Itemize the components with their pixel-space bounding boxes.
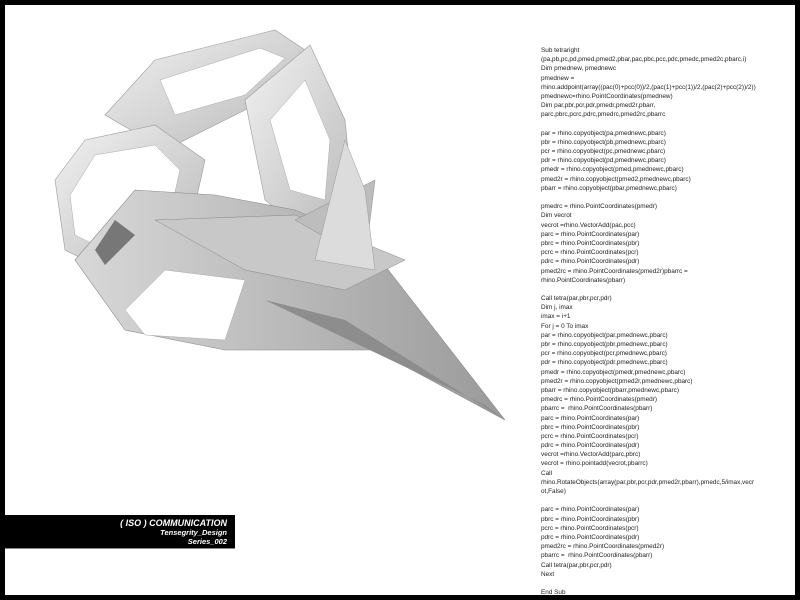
code-line: pmed2rc = rhino.PointCoordinates(pmed2r)… [541, 267, 688, 275]
code-line: pdrc = rhino.PointCoordinates(pdr) [541, 533, 640, 541]
code-line: Dim vecrot [541, 212, 572, 220]
code-line: pbarrc = rhino.PointCoordinates(pbarr) [541, 552, 653, 560]
poster-subtitle: Tensegrity_Design [160, 528, 227, 537]
code-line [541, 496, 796, 505]
code-line: pmedrc = rhino.PointCoordinates(pmedr) [541, 396, 657, 404]
code-line: vecrot =rhino.VectorAdd(pac,pcc) [541, 221, 636, 229]
code-line: pmednewc=rhino.PointCoordinates(pmednew) [541, 92, 673, 100]
code-line: Dim j, imax [541, 304, 573, 312]
tensegrity-sculpture-render [54, 29, 506, 421]
code-line: pbarrc = rhino.PointCoordinates(pbarr) [541, 405, 653, 413]
code-line: pbrc = rhino.PointCoordinates(pbr) [541, 515, 640, 523]
code-line: imax = i+1 [541, 313, 571, 321]
code-line: pbr = rhino.copyobject(pbr,pmednewc,pbar… [541, 341, 668, 348]
code-line: pmedr = rhino.copyobject(pmedr,pmednewc,… [541, 368, 686, 376]
code-line: pbr = rhino.copyobject(pb,pmednewc,pbarc… [541, 138, 666, 146]
code-line: For j = 0 To imax [541, 322, 589, 330]
code-line: Dim par,pbr,pcr,pdr,pmedr,pmed2r,pbarr, [541, 102, 656, 110]
code-line: pcr = rhino.copyobject(pc,pmednewc,pbarc… [541, 148, 666, 156]
code-line: vecrot = rhino.pointadd(vecrot,pbarrc) [541, 460, 648, 468]
script-code-listing: Sub tetraright (pa,pb,pc,pd,pmed,pmed2,pb… [541, 46, 796, 597]
code-line: Call tetra(par,pbr,pcr,pdr) [541, 295, 612, 303]
poster-title: ( ISO ) COMMUNICATION [120, 518, 227, 528]
code-line: Sub tetraright [541, 47, 580, 54]
code-line: ot,False) [541, 488, 566, 495]
code-line: pbrc = rhino.PointCoordinates(pbr) [541, 423, 640, 431]
code-line: pdrc = rhino.PointCoordinates(pdr) [541, 258, 640, 266]
title-band: ( ISO ) COMMUNICATION Tensegrity_Design … [5, 515, 235, 549]
code-line: pcrc = rhino.PointCoordinates(pcr) [541, 249, 639, 257]
code-line: End Sub [541, 589, 566, 597]
code-line [541, 193, 796, 202]
code-line: vecrot =rhino.VectorAdd(parc,pbrc) [541, 451, 641, 459]
code-line: pmed2r = rhino.copyobject(pmed2r,pmednew… [541, 377, 693, 385]
code-line [541, 120, 796, 129]
code-line: pbarr = rhino.copyobject(pbarr,pmednewc,… [541, 386, 680, 394]
code-line: par = rhino.copyobject(pa,pmednewc,pbarc… [541, 129, 666, 137]
code-line: pcrc = rhino.PointCoordinates(pcr) [541, 432, 639, 440]
code-line: rhino.RotateObjects(array(par,pbr,pcr,pd… [541, 478, 755, 486]
code-line: pmednew = [541, 74, 575, 82]
code-line: pmed2r = rhino.copyobject(pmed2,pmednewc… [541, 175, 691, 183]
code-line: (pa,pb,pc,pd,pmed,pmed2,pbar,pac,pbc,pcc… [541, 56, 747, 64]
code-line: rhino.PointCoordinates(pbarr) [541, 276, 626, 284]
code-line [541, 285, 796, 294]
code-line: parc = rhino.PointCoordinates(par) [541, 414, 640, 422]
code-line: parc = rhino.PointCoordinates(par) [541, 506, 640, 514]
code-line: pcrc = rhino.PointCoordinates(pcr) [541, 524, 639, 532]
code-line: pbarr = rhino.copyobject(pbar,pmednewc,p… [541, 184, 677, 192]
code-line: pdr = rhino.copyobject(pd,pmednewc,pbarc… [541, 157, 666, 165]
poster-page: Sub tetraright (pa,pb,pc,pd,pmed,pmed2,pb… [5, 5, 796, 597]
code-line: parc = rhino.PointCoordinates(par) [541, 230, 640, 238]
code-line: pmed2rc = rhino.PointCoordinates(pmed2r) [541, 543, 665, 551]
code-line: pmedrc = rhino.PointCoordinates(pmedr) [541, 203, 657, 211]
code-line: pbrc = rhino.PointCoordinates(pbr) [541, 239, 640, 247]
code-line: pmedr = rhino.copyobject(pmed,pmednewc,p… [541, 166, 684, 174]
code-line: Next [541, 570, 555, 578]
code-line: parc,pbrc,pcrc,pdrc,pmedrc,pmed2rc,pbarr… [541, 111, 666, 119]
code-line: par = rhino.copyobject(par,pmednewc,pbar… [541, 331, 668, 339]
poster-series: Series_002 [187, 537, 227, 546]
code-line: pdrc = rhino.PointCoordinates(pdr) [541, 442, 640, 450]
code-line: Call tetra(par,pbr,pcr,pdr) [541, 561, 612, 569]
code-line: pcr = rhino.copyobject(pcr,pmednewc,pbar… [541, 350, 667, 358]
code-line: Call [541, 469, 553, 477]
code-line: rhino.addpoint(array((pac(0)+pcc(0))/2,(… [541, 83, 756, 91]
code-line: pdr = rhino.copyobject(pdr,pmednewc,pbar… [541, 359, 668, 367]
code-line: Dim pmednew, pmednewc [541, 65, 616, 73]
code-line [541, 579, 796, 588]
